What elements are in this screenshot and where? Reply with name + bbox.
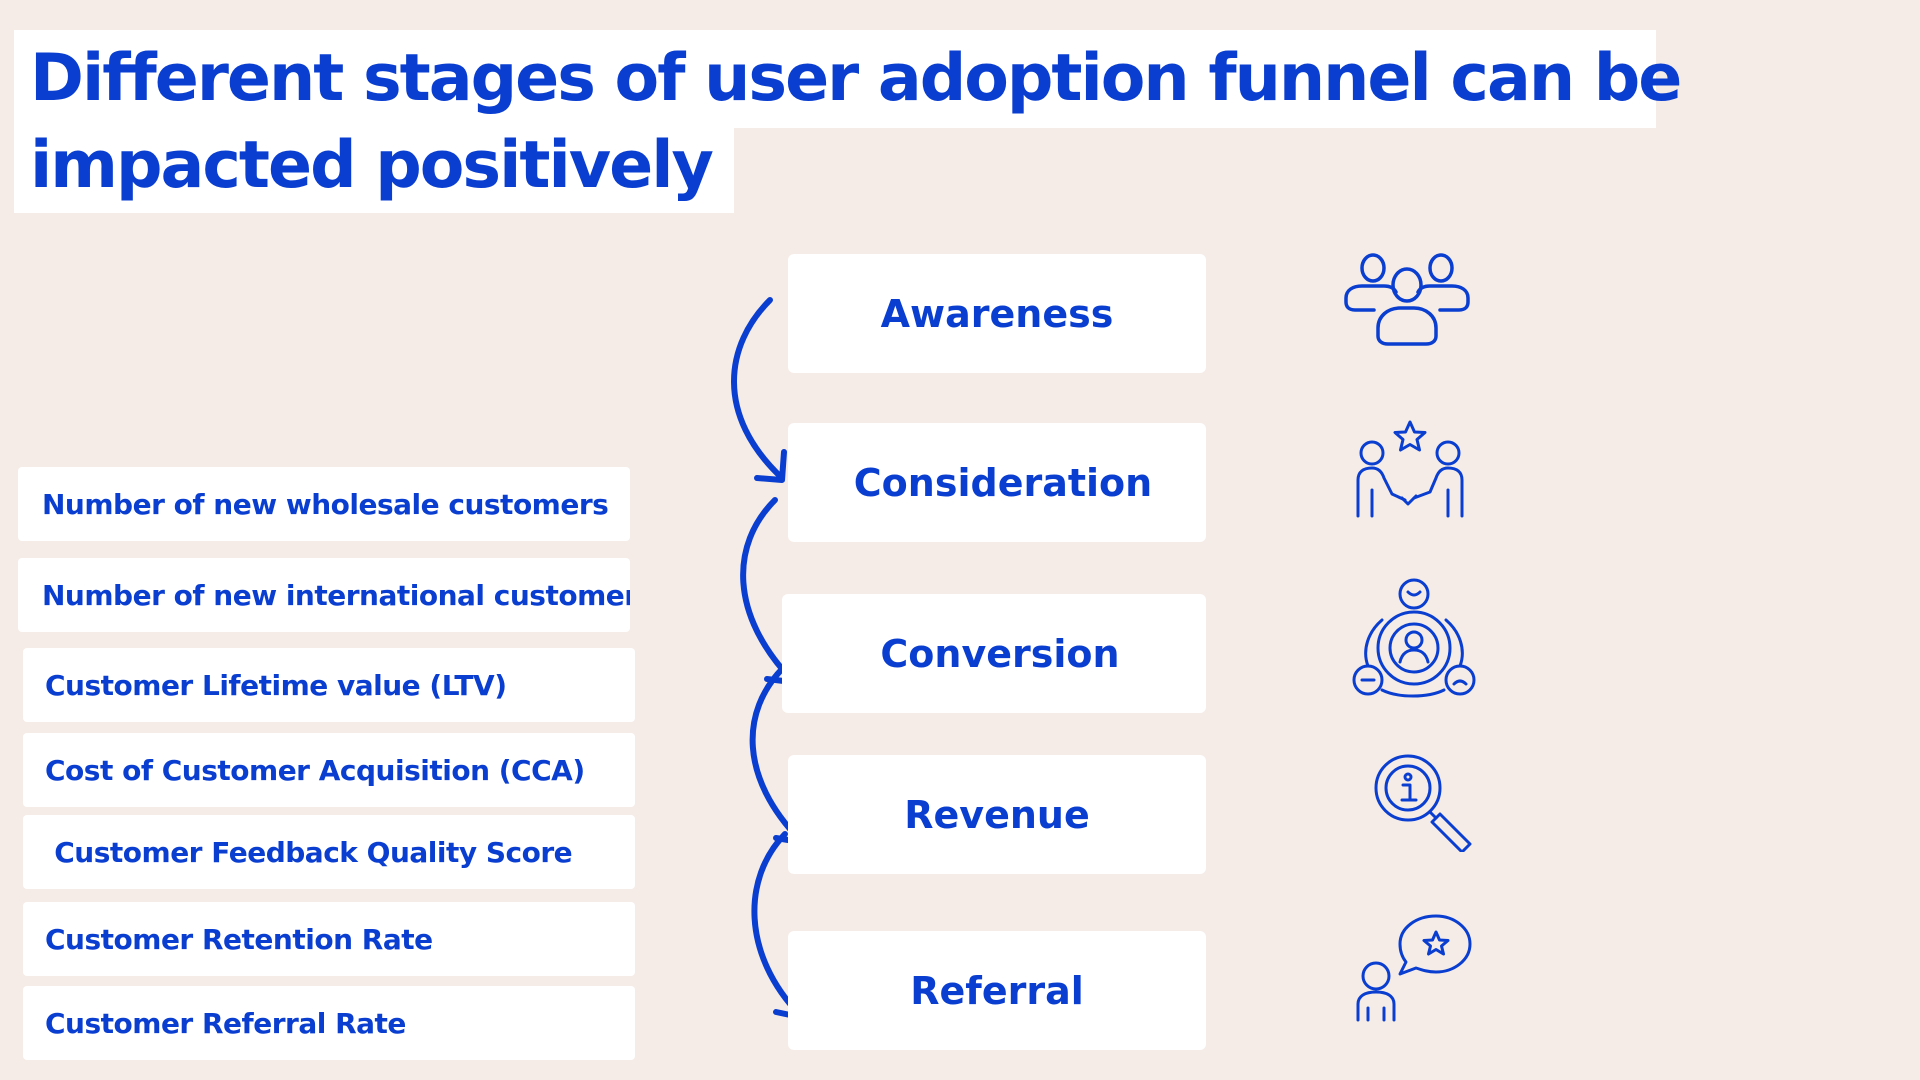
title-band-2: [14, 128, 734, 213]
stage-revenue: Revenue: [788, 755, 1206, 874]
metric-box: Number of new international customers: [18, 558, 630, 632]
arrow-conversion-to-revenue: [749, 665, 803, 843]
page-title-line-1: Different stages of user adoption funnel…: [30, 41, 1682, 116]
stage-consideration: Consideration: [788, 423, 1206, 542]
metric-box: Number of new wholesale customers: [18, 467, 630, 541]
stage-awareness: Awareness: [788, 254, 1206, 373]
metric-box: Customer Lifetime value (LTV): [23, 648, 635, 722]
arrow-awareness-to-consideration: [731, 297, 785, 481]
metric-box: Customer Feedback Quality Score: [23, 815, 635, 889]
title-band-1: [14, 30, 1656, 128]
page-title-line-2: impacted positively: [30, 128, 714, 203]
metric-box: Customer Retention Rate: [23, 902, 635, 976]
group-of-people-icon: [1340, 248, 1470, 348]
handshake-star-icon: [1350, 418, 1470, 518]
info-magnifier-icon: [1370, 752, 1474, 852]
arrow-revenue-to-referral: [751, 831, 803, 1018]
customer-circle-icon: [1352, 578, 1476, 700]
stage-referral: Referral: [788, 931, 1206, 1050]
arrow-consideration-to-conversion: [740, 497, 795, 683]
metric-box: Customer Referral Rate: [23, 986, 635, 1060]
stage-conversion: Conversion: [782, 594, 1206, 713]
arrowhead: [754, 449, 787, 483]
person-speech-star-icon: [1352, 912, 1474, 1022]
metric-box: Cost of Customer Acquisition (CCA): [23, 733, 635, 807]
